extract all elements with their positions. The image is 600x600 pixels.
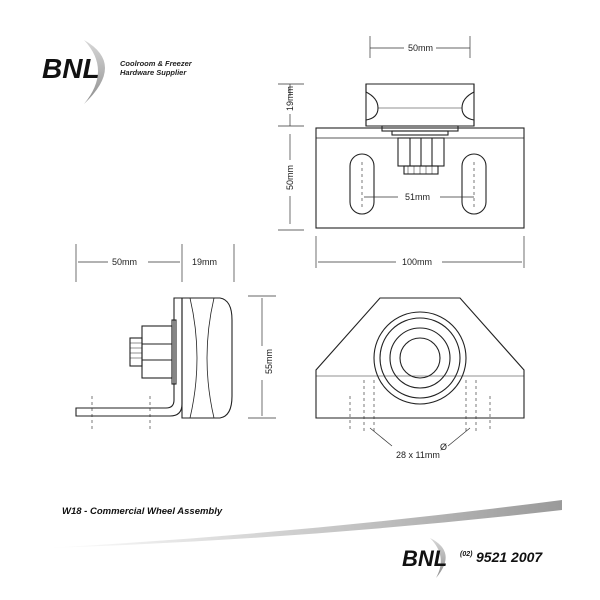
header-logo: BNL Coolroom & Freezer Hardware Supplier <box>42 40 193 104</box>
wheel-side-profile <box>181 297 233 419</box>
wheel-outer-ring <box>373 311 467 405</box>
mount-slot-right <box>461 153 487 215</box>
wheel-profile <box>365 83 475 127</box>
logo-text: BNL <box>42 53 100 84</box>
drawing-caption: W18 - Commercial Wheel Assembly <box>62 506 223 517</box>
dim-side-width: 50mm <box>112 257 137 267</box>
end-view <box>315 297 525 432</box>
footer-logo-text: BNL <box>402 546 447 571</box>
dim-slot-spacing: 51mm <box>405 192 430 202</box>
dim-slot-size: 28 x 11mm <box>396 450 440 460</box>
side-view-dimensions <box>75 244 276 419</box>
dim-plate-width: 100mm <box>402 257 432 267</box>
side-bolt <box>129 337 143 367</box>
bolt-thread <box>403 165 439 175</box>
side-view <box>75 297 233 430</box>
footer-phone: 9521 2007 <box>476 549 543 565</box>
footer-area-code: (02) <box>460 551 473 558</box>
dim-plate-height: 50mm <box>285 165 295 190</box>
dim-side-wheel: 19mm <box>192 257 217 267</box>
dim-diameter-symbol: Ø <box>440 442 447 452</box>
tagline-line2: Hardware Supplier <box>120 68 187 77</box>
tagline-line1: Coolroom & Freezer <box>120 59 193 68</box>
dim-top-width: 50mm <box>408 43 433 53</box>
footer-logo-arc <box>430 538 446 578</box>
dim-top-height: 19mm <box>285 86 295 111</box>
side-hex-nut <box>141 325 173 379</box>
end-view-dimensions <box>369 427 471 447</box>
front-view <box>315 83 525 229</box>
axle-hole <box>399 337 441 379</box>
mount-slot-left <box>349 153 375 215</box>
bracket-profile <box>315 297 525 419</box>
wheel-hub <box>389 327 451 389</box>
mounting-plate <box>315 127 525 229</box>
logo-swoosh-arc <box>84 40 105 104</box>
front-view-dimensions <box>278 36 525 268</box>
dim-side-height: 55mm <box>264 349 274 374</box>
